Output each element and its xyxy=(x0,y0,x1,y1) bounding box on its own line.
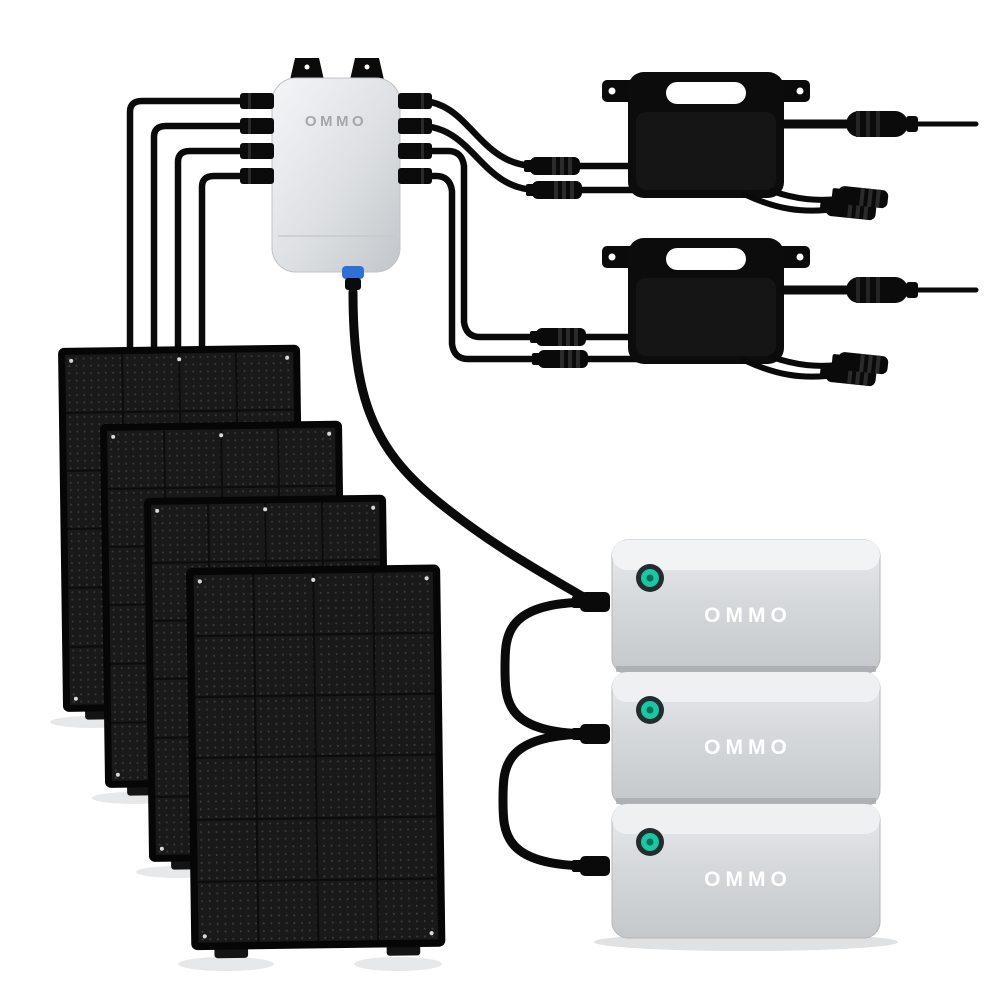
inverter2-cable-a xyxy=(416,147,656,341)
battery-brand-label: OMMO xyxy=(704,604,792,627)
port-ribs xyxy=(421,93,424,184)
coupler-3 xyxy=(530,328,586,346)
inverter-input-cables xyxy=(416,97,656,363)
shadow xyxy=(178,957,274,971)
battery-brand-label: OMMO xyxy=(704,736,792,759)
combiner-body xyxy=(271,77,401,273)
combiner-brand-label: OMMO xyxy=(305,113,367,130)
battery-unit-3: OMMO xyxy=(611,803,881,939)
dc-port xyxy=(240,168,274,184)
coupler-2 xyxy=(526,181,582,199)
inverter2-cable-b xyxy=(416,172,656,363)
pv-cable-2 xyxy=(150,122,256,448)
battery-port-1 xyxy=(580,592,610,612)
coupler-4 xyxy=(532,350,588,368)
battery-brand-label: OMMO xyxy=(704,868,792,891)
battery-seam xyxy=(616,666,876,672)
battery-top-face xyxy=(612,540,880,570)
dc-port xyxy=(240,143,274,159)
battery-stack: OMMO OMMO OMMO xyxy=(611,539,881,939)
link-cable-1-2 xyxy=(500,597,597,739)
power-button-center xyxy=(646,574,654,582)
pv-cable-1 xyxy=(126,97,256,372)
tab-hole-icon xyxy=(304,64,310,70)
dc-port xyxy=(240,93,274,109)
pv-cable-4 xyxy=(198,172,256,596)
battery-port-3 xyxy=(580,856,610,876)
dc-port xyxy=(240,118,274,134)
battery-top-face xyxy=(612,804,880,834)
microinverter-1 xyxy=(602,72,976,221)
power-button-center xyxy=(646,838,654,846)
battery-unit-1: OMMO xyxy=(611,539,881,675)
combiner-left-ports xyxy=(240,93,274,184)
dc-port xyxy=(398,93,432,109)
inline-mc4-couplers xyxy=(524,157,588,368)
pv-cable-3 xyxy=(174,147,256,524)
shadow xyxy=(354,957,442,971)
dc-output-collar xyxy=(342,266,364,279)
battery-seam xyxy=(616,798,876,804)
solar-panel-array xyxy=(57,343,447,960)
solar-panel-4 xyxy=(184,563,447,960)
port-ribs xyxy=(248,93,251,184)
dc-port xyxy=(398,143,432,159)
dc-output-nut xyxy=(345,278,361,290)
battery-link-cables xyxy=(498,592,610,876)
combiner-right-ports xyxy=(398,93,432,184)
dc-port xyxy=(398,168,432,184)
battery-unit-2: OMMO xyxy=(611,671,881,807)
microinverter-2 xyxy=(602,238,976,387)
coupler-1 xyxy=(524,157,580,175)
battery-ports xyxy=(572,592,610,876)
pv-dc-cables xyxy=(126,97,256,596)
combiner-box: OMMO xyxy=(240,58,432,290)
battery-port-2 xyxy=(580,724,610,744)
dc-port xyxy=(398,118,432,134)
tab-hole-icon xyxy=(364,64,370,70)
link-cable-2-3 xyxy=(498,729,597,871)
battery-top-face xyxy=(612,672,880,702)
power-button-center xyxy=(646,706,654,714)
battery-feed-cable xyxy=(348,287,595,606)
